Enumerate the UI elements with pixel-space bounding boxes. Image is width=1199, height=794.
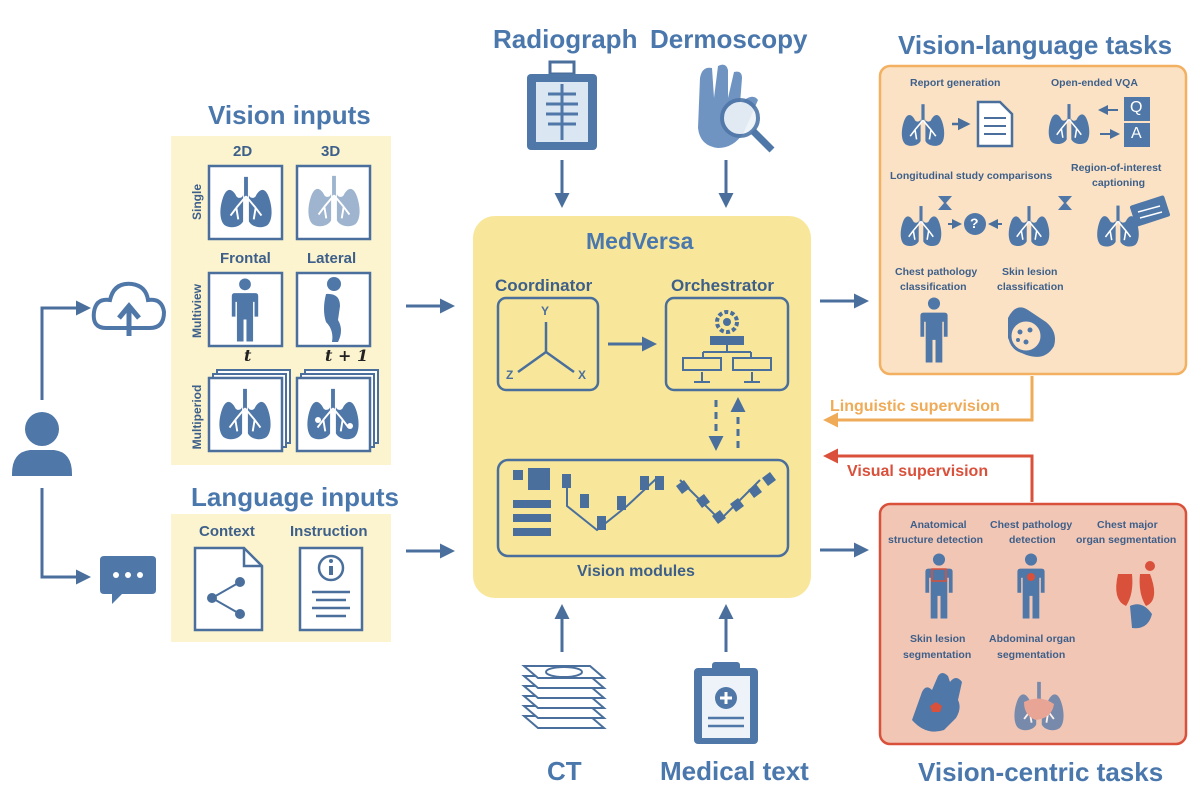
- pathology-marker: [1027, 573, 1035, 581]
- chest-detection-line2: detection: [1009, 534, 1056, 546]
- instruction-label: Instruction: [290, 523, 368, 540]
- person-icon: [12, 412, 72, 476]
- vision-modules-box: [496, 458, 790, 558]
- report-generation-label: Report generation: [910, 77, 1001, 89]
- ct-stack-icon: [521, 665, 607, 729]
- vqa-q-box: [1124, 97, 1150, 121]
- chat-bubble-icon: [100, 556, 156, 604]
- skin-classification-hand-icon: [1008, 307, 1055, 357]
- abdominal-segmentation-icon: [1013, 680, 1065, 732]
- user-flow-lines: [40, 300, 91, 585]
- vc-tasks-title: Vision-centric tasks: [918, 757, 1164, 787]
- frontal-label: Frontal: [220, 250, 271, 267]
- roi-caption-card-icon: [1130, 195, 1170, 227]
- organ-segmentation-icon: [1116, 561, 1155, 629]
- anatomical-bbox: [931, 568, 947, 582]
- dermoscopy-label: Dermoscopy: [650, 24, 808, 54]
- coordinator-label: Coordinator: [495, 276, 593, 295]
- radiograph-label: Radiograph: [493, 24, 638, 54]
- anatomical-detection-line2: structure detection: [888, 534, 984, 546]
- anatomical-detection-line1: Anatomical: [910, 519, 967, 531]
- medversa-panel: [473, 216, 811, 598]
- axis-z-label: Z: [506, 368, 514, 382]
- chest-classification-line1: Chest pathology: [895, 266, 978, 278]
- gear-hierarchy-icon: [682, 310, 772, 383]
- ct-label: CT: [547, 756, 582, 786]
- dermoscopy-icon: [698, 64, 775, 153]
- orchestrator-label: Orchestrator: [671, 276, 774, 295]
- vqa-a-label: A: [1131, 125, 1142, 142]
- xyz-axes-icon: [517, 322, 575, 374]
- orchestrator-vision-exchange-arrows: [708, 397, 746, 451]
- vqa-q-label: Q: [1130, 99, 1143, 116]
- multiperiod-t-stack: [207, 369, 291, 453]
- row-multiview-label: Multiview: [190, 284, 204, 339]
- context-label: Context: [199, 523, 255, 540]
- vl-tasks-title: Vision-language tasks: [898, 30, 1173, 60]
- question-icon: [964, 213, 986, 235]
- col-2d-label: 2D: [233, 143, 253, 160]
- vision-language-panel: [878, 64, 1188, 376]
- roi-label-line2: captioning: [1092, 177, 1146, 189]
- organ-segmentation-line1: Chest major: [1097, 519, 1158, 531]
- question-mark-label: ?: [970, 215, 979, 231]
- row-multiperiod-label: Multiperiod: [190, 384, 204, 450]
- vision-modules-label: Vision modules: [577, 563, 695, 580]
- chest-classification-line2: classification: [900, 281, 967, 293]
- radiograph-icon: [527, 60, 597, 150]
- skin-segmentation-line2: segmentation: [903, 649, 972, 661]
- visual-supervision-arrow: [823, 448, 1034, 502]
- skin-classification-line2: classification: [997, 281, 1064, 293]
- t-plus-label: t + 1: [325, 346, 369, 365]
- orchestrator-box: [664, 296, 790, 392]
- skin-segmentation-line1: Skin lesion: [910, 633, 966, 645]
- multiperiod-t1-stack: [295, 369, 379, 453]
- vision-module-icons: [513, 468, 776, 536]
- skin-classification-line1: Skin lesion: [1002, 266, 1058, 278]
- open-vqa-label: Open-ended VQA: [1051, 77, 1138, 89]
- axis-y-label: Y: [541, 304, 550, 318]
- col-3d-label: 3D: [321, 143, 341, 160]
- lateral-label: Lateral: [307, 250, 357, 267]
- skin-segmentation-hand-icon: [912, 673, 962, 732]
- lateral-person-icon: [324, 277, 341, 342]
- roi-label-line1: Region-of-interest: [1071, 162, 1162, 174]
- organ-segmentation-line2: organ segmentation: [1076, 534, 1177, 546]
- abdominal-segmentation-line1: Abdominal organ: [989, 633, 1076, 645]
- longitudinal-label: Longitudinal study comparisons: [890, 170, 1053, 182]
- instruction-document-icon: [298, 546, 364, 632]
- cloud-upload-icon: [91, 281, 167, 336]
- axis-x-label: X: [578, 368, 587, 382]
- report-document-icon: [976, 100, 1014, 148]
- abdominal-segmentation-line2: segmentation: [997, 649, 1066, 661]
- vqa-a-box: [1124, 123, 1150, 147]
- share-document-icon: [193, 546, 264, 632]
- coordinator-box: [496, 296, 600, 392]
- medversa-title: MedVersa: [586, 228, 694, 254]
- clipboard-icon: [694, 662, 758, 744]
- t-label: t: [244, 346, 252, 365]
- language-inputs-title: Language inputs: [191, 482, 399, 512]
- linguistic-supervision-arrow: [823, 376, 1034, 428]
- hourglass-icon: [938, 196, 1072, 210]
- vision-inputs-title: Vision inputs: [208, 100, 371, 130]
- chest-detection-line1: Chest pathology: [990, 519, 1073, 531]
- row-single-label: Single: [190, 184, 204, 221]
- linguistic-supervision-label: Linguistic supervision: [830, 398, 1000, 415]
- medical-text-label: Medical text: [660, 756, 809, 786]
- visual-supervision-label: Visual supervision: [847, 463, 989, 480]
